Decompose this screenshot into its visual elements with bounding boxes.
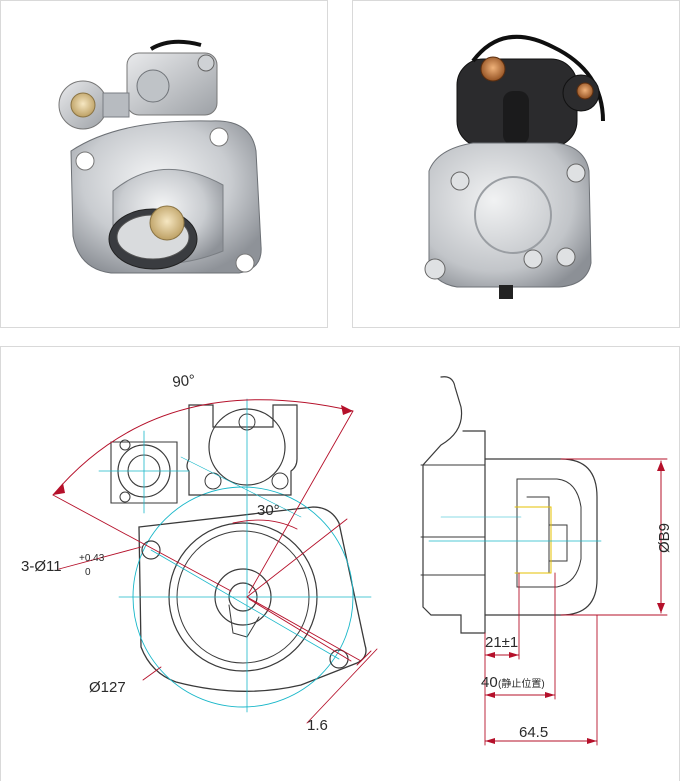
body-outline — [484, 458, 598, 616]
label-circle-dia: Ø127 — [89, 679, 126, 696]
label-clearance: 1.6 — [307, 717, 328, 734]
technical-drawing: 90° 30° 3-Ø11 +0.43 0 Ø127 1.6 ØB9 21±1 … — [0, 346, 680, 781]
photo-rear-view — [352, 0, 680, 328]
label-angle-30: 30° — [257, 502, 280, 519]
solenoid-outline — [186, 404, 298, 496]
starter-rear-illustration — [424, 34, 605, 299]
pinion-gear — [149, 205, 185, 241]
label-pinion-rest: 40 — [481, 674, 498, 691]
label-holes: 3-Ø11 — [21, 558, 62, 575]
label-pinion-rest-note: (静止位置) — [498, 677, 545, 690]
label-overall-length: 64.5 — [519, 724, 548, 741]
label-body-dia: ØB9 — [656, 523, 673, 553]
end-cap — [428, 142, 592, 288]
pinion-position — [514, 506, 552, 574]
mounting-hole-1 — [141, 540, 161, 560]
starter-front-illustration — [58, 39, 262, 274]
flange-outline — [138, 506, 367, 692]
label-holes-tol-lower: 0 — [85, 567, 91, 578]
label-pinion-offset: 21±1 — [485, 634, 518, 651]
angle-90-arc — [52, 399, 354, 496]
dimension-drawing: 90° 30° 3-Ø11 +0.43 0 Ø127 1.6 ØB9 21±1 … — [21, 372, 673, 746]
label-holes-tol-upper: +0.43 — [79, 553, 105, 564]
side-profile — [422, 376, 486, 634]
label-angle-90: 90° — [172, 372, 196, 391]
photo-front-view — [0, 0, 328, 328]
